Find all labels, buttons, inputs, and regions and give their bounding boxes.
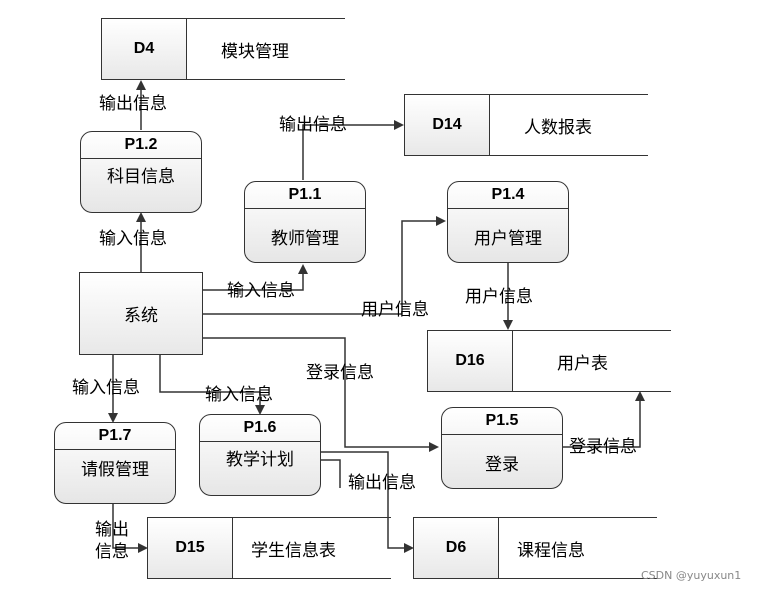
data-store-id: D15 [147,517,233,579]
data-store-name: 学生信息表 [251,540,336,561]
flow-label-user-info-p14: 用户信息 [465,287,533,307]
flow-label-user-info-system: 用户信息 [361,300,429,320]
process-p12: P1.2 科目信息 [80,131,202,213]
flow-label-in-p16: 输入信息 [205,385,273,405]
data-store-name: 课程信息 [517,540,585,561]
flow-label-out-p16: 输出信息 [348,473,416,493]
watermark: CSDN @yuyuxun1 [641,569,742,582]
data-store-name: 模块管理 [221,41,289,62]
flow-label-out-p17-line2: 信息 [95,542,129,562]
data-store-id: D4 [101,18,187,80]
process-id: P1.6 [200,415,320,442]
data-store-name: 人数报表 [524,117,592,138]
process-id: P1.7 [55,423,175,450]
process-name: 登录 [485,455,519,475]
process-p15: P1.5 登录 [441,407,563,489]
flow-label-out-p11: 输出信息 [279,115,347,135]
process-id: P1.5 [442,408,562,435]
data-store-d6: D6 课程信息 [413,517,657,579]
flow-label-out-p17-line1: 输出 [95,520,129,540]
data-store-id: D14 [404,94,490,156]
flow-label-login-info-system: 登录信息 [306,363,374,383]
data-store-d14: D14 人数报表 [404,94,648,156]
process-id: P1.2 [81,132,201,159]
flow-p15-to-d16 [562,391,645,448]
flow-system-to-p11 [203,264,308,291]
flow-label-out-p12: 输出信息 [99,94,167,114]
external-entity-system: 系统 [79,272,203,355]
process-p11: P1.1 教师管理 [244,181,366,263]
flow-label-in-p11: 输入信息 [227,281,295,301]
data-store-id: D6 [413,517,499,579]
flow-p16-to-d6 [320,451,414,553]
process-name: 教学计划 [226,450,294,470]
process-id: P1.1 [245,182,365,209]
flow-label-login-info-p15: 登录信息 [569,437,637,457]
flow-system-to-p16 [159,355,265,415]
data-store-d15: D15 学生信息表 [147,517,391,579]
process-p16: P1.6 教学计划 [199,414,321,496]
process-p14: P1.4 用户管理 [447,181,569,263]
process-p17: P1.7 请假管理 [54,422,176,504]
process-id: P1.4 [448,182,568,209]
process-name: 教师管理 [271,229,339,249]
flow-p11-to-d14 [302,120,404,180]
data-store-id: D16 [427,330,513,392]
flow-label-in-p17: 输入信息 [72,378,140,398]
process-name: 用户管理 [474,229,542,249]
flow-system-to-p14 [203,216,446,315]
data-store-d16: D16 用户表 [427,330,671,392]
data-store-d4: D4 模块管理 [101,18,345,80]
flow-p16-to-d15 [320,459,341,488]
flow-label-in-p12: 输入信息 [99,229,167,249]
process-name: 科目信息 [107,167,175,187]
data-store-name: 用户表 [557,353,608,374]
process-name: 请假管理 [81,460,149,480]
flow-p17-to-d15 [112,503,148,553]
flow-system-to-p15 [203,337,439,452]
